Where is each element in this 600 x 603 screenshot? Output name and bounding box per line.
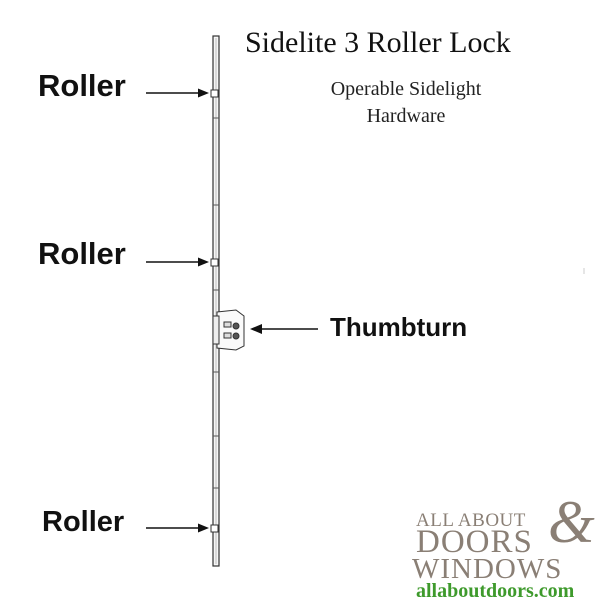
roller-middle-part xyxy=(210,258,219,267)
arrow-roller-bottom xyxy=(146,523,209,533)
diagram-title: Sidelite 3 Roller Lock xyxy=(245,26,511,59)
roller-bottom-part xyxy=(210,524,219,533)
logo-line-windows: WINDOWS xyxy=(412,553,563,585)
strip-ticks xyxy=(213,117,219,489)
subtitle-line-1: Operable Sidelight xyxy=(330,78,482,100)
arrow-roller-middle xyxy=(146,257,209,267)
logo-line-all-about: ALL ABOUT xyxy=(416,510,526,531)
callout-roller-top: Roller xyxy=(38,68,126,103)
diagram-subtitle: Operable Sidelight Hardware xyxy=(306,76,506,130)
logo-line-doors: DOORS xyxy=(416,524,533,560)
callout-thumbturn: Thumbturn xyxy=(330,312,468,342)
callout-roller-middle: Roller xyxy=(38,236,126,271)
arrow-roller-top xyxy=(146,88,209,98)
callout-roller-bottom: Roller xyxy=(42,506,125,538)
subtitle-line-2: Hardware xyxy=(366,105,446,127)
logo-url: allaboutdoors.com xyxy=(416,580,575,602)
arrow-thumbturn xyxy=(250,324,318,334)
thumbturn-gearbox xyxy=(212,309,245,351)
roller-top-part xyxy=(210,89,219,98)
logo-ampersand: & xyxy=(548,489,595,555)
